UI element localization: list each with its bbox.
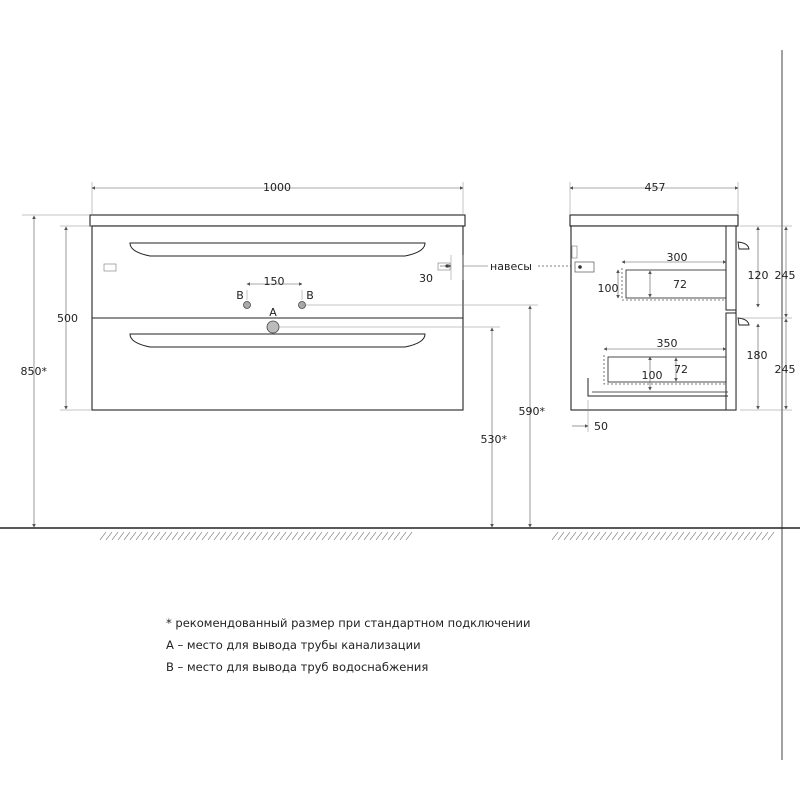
upper-drawer-h-label: 100	[598, 282, 619, 295]
lower-drawer-inner-label: 72	[674, 363, 688, 376]
lower-h-180-label: 180	[747, 349, 768, 362]
lower-h-245-label: 245	[775, 363, 796, 376]
lower-drawer-h-label: 100	[642, 369, 663, 382]
side-lower-front	[725, 312, 737, 411]
label-b-right: B	[306, 289, 314, 302]
offset-50-label: 50	[594, 420, 608, 433]
lower-drawer-depth-label: 350	[657, 337, 678, 350]
note-drain: А – место для вывода трубы канализации	[166, 638, 421, 652]
side-upper-front	[725, 225, 737, 311]
side-view	[569, 182, 792, 432]
side-countertop	[569, 214, 739, 227]
hinge-bracket-icon	[574, 261, 595, 273]
side-depth-label: 457	[645, 181, 666, 194]
front-width-label: 1000	[263, 181, 291, 194]
water-pipe-left-icon	[243, 301, 251, 309]
upper-h-245-label: 245	[775, 269, 796, 282]
upper-drawer-handle	[129, 242, 426, 257]
hinge-mark-left	[103, 263, 117, 272]
label-a: A	[269, 306, 277, 319]
floor-hatch-front	[99, 531, 413, 541]
lower-drawer-handle	[129, 333, 426, 348]
side-lower-handle-icon	[737, 317, 750, 326]
total-height-label: 850*	[21, 365, 48, 378]
note-recommended: * рекомендованный размер при стандартном…	[166, 616, 531, 630]
height-530-label: 530*	[481, 433, 508, 446]
upper-drawer-box	[621, 268, 726, 301]
upper-h-120-label: 120	[748, 269, 769, 282]
offset-30-label: 30	[419, 272, 433, 285]
hinges-label: навесы	[490, 260, 532, 273]
pipe-spacing-label: 150	[264, 275, 285, 288]
floor-hatch-side	[551, 531, 775, 541]
label-b-left: B	[236, 289, 244, 302]
front-height-label: 500	[57, 312, 78, 325]
upper-drawer-inner-label: 72	[673, 278, 687, 291]
drain-pipe-icon	[266, 320, 280, 334]
upper-drawer-depth-label: 300	[667, 251, 688, 264]
lower-drawer-box	[603, 355, 726, 385]
front-view	[22, 182, 578, 528]
side-upper-handle-icon	[737, 241, 750, 250]
height-590-label: 590*	[519, 405, 546, 418]
front-countertop	[89, 214, 466, 227]
note-water: В – место для вывода труб водоснабжения	[166, 660, 428, 674]
